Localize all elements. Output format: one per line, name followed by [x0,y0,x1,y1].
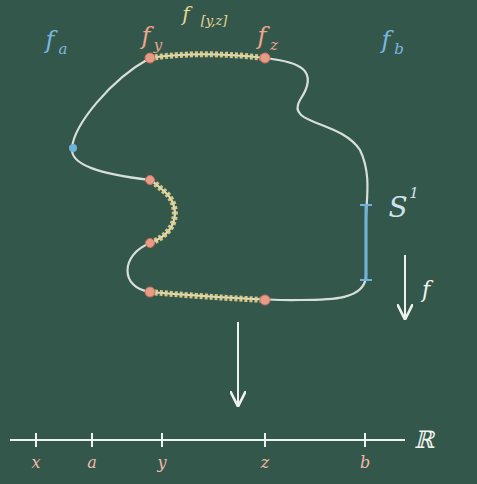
map-arrow [404,255,406,318]
subscript: y [154,38,162,53]
map-name: f [422,279,430,301]
subscript: a [59,42,68,57]
fibre-point [69,144,77,152]
function-symbol: f [142,24,151,48]
function-symbol: f [258,24,267,48]
subscript: b [394,42,404,57]
axis-point: b [360,455,370,471]
real-axis [10,439,405,441]
axis-point: z [261,455,269,471]
axis-point: y [157,455,166,471]
map-arrow [237,322,239,405]
axis-point: a [87,455,97,471]
fibre-segment [360,205,372,280]
space-name: S [388,194,407,222]
axis-ticks [36,433,365,447]
subscript: z [270,38,278,53]
function-symbol: f [182,4,189,24]
fibre-endpoints [145,53,270,305]
fibre-highlight [150,54,265,300]
subscript: [y,z] [201,14,228,27]
circle-curve [72,54,368,300]
function-symbol: f [382,28,391,52]
superscript: 1 [409,186,419,201]
axis-point: x [31,455,40,471]
function-symbol: f [46,28,55,52]
space-name: ℝ [414,428,434,452]
